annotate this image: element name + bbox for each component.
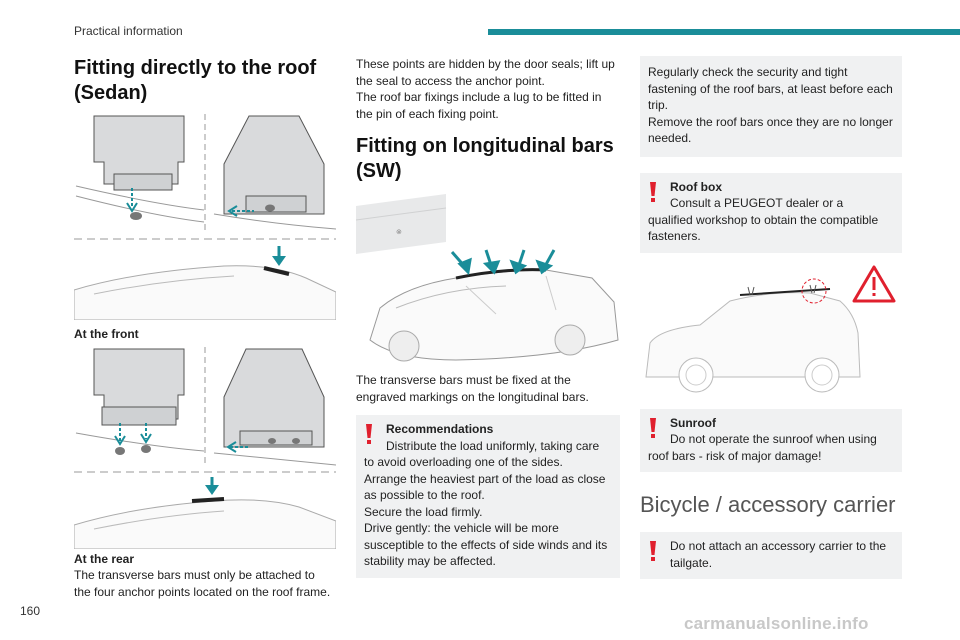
intro-paragraph: These points are hidden by the door seal…	[356, 57, 615, 121]
sunroof-warning-illustration	[645, 265, 896, 392]
exclamation-icon	[650, 541, 656, 561]
caption-rear-text: The transverse bars must only be attache…	[74, 568, 315, 582]
section-label: Practical information	[74, 24, 183, 38]
page-number: 160	[20, 604, 41, 618]
sedan-rear-illustration	[74, 476, 336, 549]
exclamation-icon	[650, 417, 656, 438]
carrier-title: Bicycle / accessory carrier	[640, 492, 896, 517]
column-middle: These points are hidden by the door seal…	[356, 56, 620, 578]
sedan-front-illustration	[74, 246, 336, 320]
sw-longitudinal-bars-illustration: ⊗	[356, 194, 619, 362]
check-box: Regularly check the security and tight f…	[640, 56, 902, 157]
watermark: carmanualsonline.info	[684, 614, 869, 633]
carrier-warning: Do not attach an accessory carrier to th…	[640, 532, 902, 579]
header-accent-bar	[488, 29, 960, 35]
caption-front: At the front	[74, 327, 139, 341]
front-fixing-illustration	[74, 114, 336, 240]
roof-box-warning: Roof box Consult a PEUGEOT dealer or a q…	[640, 172, 902, 253]
sunroof-title: Sunroof	[670, 415, 716, 430]
exclamation-icon	[366, 424, 372, 444]
rear-fixing-illustration	[74, 346, 336, 472]
sunroof-warning: Sunroof Do not operate the sunroof when …	[640, 408, 902, 472]
title-sw: Fitting on longitudinal bars (SW)	[356, 135, 614, 182]
exclamation-icon	[650, 181, 656, 202]
column-left: Fitting directly to the roof (Sedan) At …	[74, 56, 336, 600]
recommendations-box: Recommendations Distribute the load unif…	[356, 415, 620, 578]
caption-rear-title: At the rear	[74, 551, 135, 566]
recommendations-title: Recommendations	[386, 422, 494, 436]
sw-body-text: The transverse bars must be fixed at the…	[356, 373, 589, 404]
title-sedan: Fitting directly to the roof (Sedan)	[74, 57, 317, 104]
roof-box-title: Roof box	[670, 179, 722, 194]
svg-text:⊗: ⊗	[396, 229, 402, 236]
column-right: Regularly check the security and tight f…	[640, 56, 902, 579]
